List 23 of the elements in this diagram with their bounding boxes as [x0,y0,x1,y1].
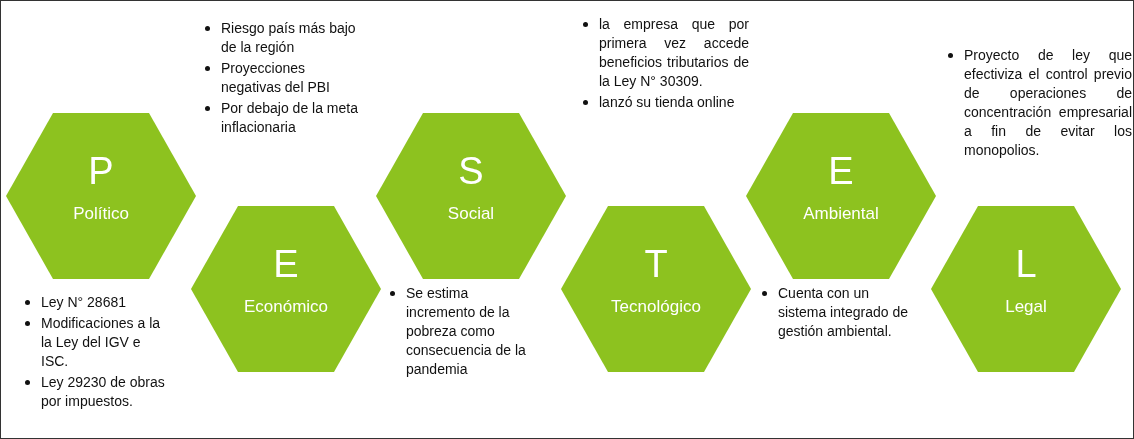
category-name: Ambiental [802,203,880,225]
bullet-text: Modificaciones a la la Ley del IGV e ISC. [41,314,162,371]
initial-letter: P [87,149,115,193]
initial-letter: E [827,149,855,193]
category-name: Legal [1004,296,1048,318]
bullet-text: Se estima incremento de la pobreza como consecuencia de la pandemia [406,284,527,379]
bullet-text: Ley 29230 de obras por impuestos. [41,373,166,411]
bullet-text: Proyecciones negativas del PBI [221,59,331,97]
initial-letter: T [643,242,669,286]
initial-letter: S [457,149,485,193]
bullet-text: lanzó su tienda online [599,93,736,112]
bullet-text: Por debajo de la meta inflacionaria [221,99,359,137]
category-name: Tecnológico [610,296,702,318]
bullet-text: la empresa que por primera vez accede beneficios tributarios de la Ley N° 30309. [599,15,749,91]
bullet-text: Ley N° 28681 [41,293,127,312]
bullet-text: Cuenta con un sistema integrado de gestión ambiental. [778,284,908,341]
bullet-text: Proyecto de ley que efectiviza el control previo de operaciones de concentración empresarial a fin de evitar los monopolios. [964,46,1132,160]
initial-letter: L [1014,242,1038,286]
category-name: Económico [242,296,330,318]
category-name: Político [72,203,130,225]
category-name: Social [446,203,496,225]
bullet-text: Riesgo país más bajo de la región [221,19,357,57]
initial-letter: E [272,242,300,286]
